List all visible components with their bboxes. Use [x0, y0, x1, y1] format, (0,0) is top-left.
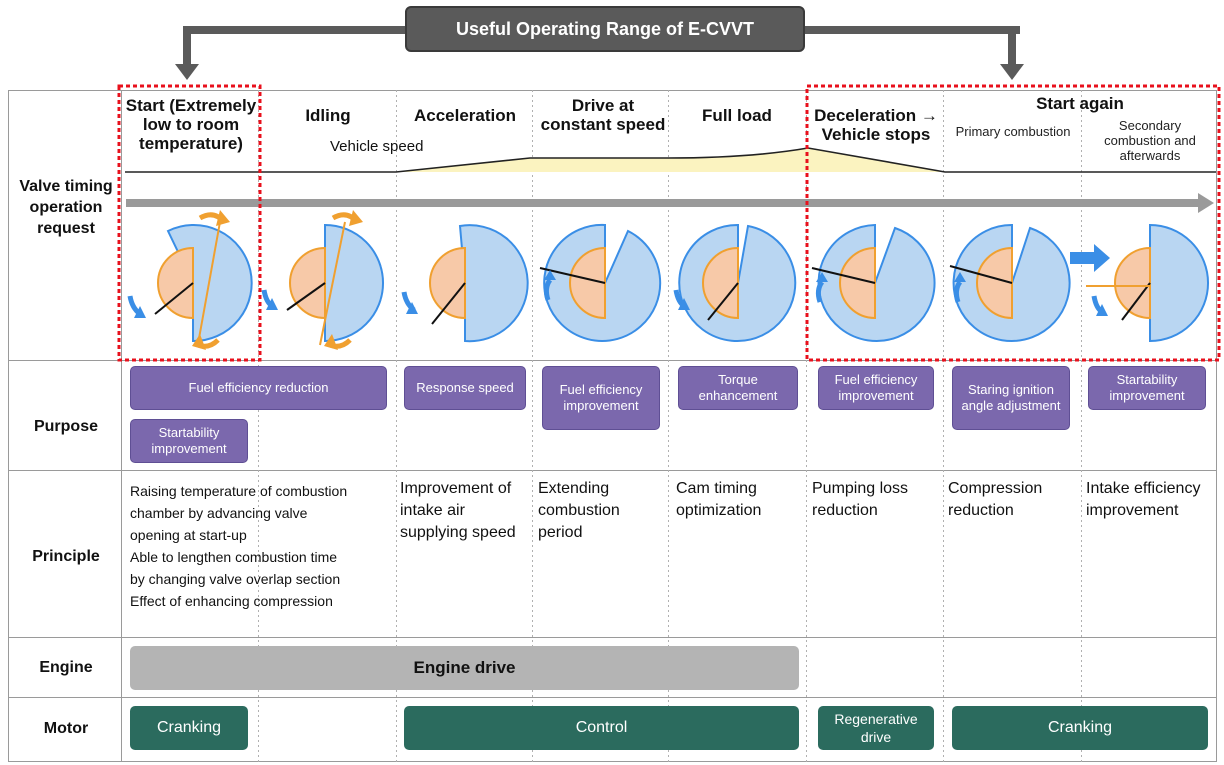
stage-start: Start (Extremely low to room temperature…: [125, 96, 257, 153]
page-title: Useful Operating Range of E-CVVT: [455, 18, 755, 39]
purpose-fuel-efficiency-reduction: Fuel efficiency reduction: [130, 366, 387, 410]
purpose-fuel-efficiency-improvement-decel: Fuel efficiency improvement: [818, 366, 934, 410]
principle-deceleration: Pumping loss reduction: [812, 480, 909, 519]
principle-start-line-6: Effect of enhancing compression: [130, 593, 333, 609]
stage-constant-speed: Drive at constant speed: [540, 96, 666, 134]
engine-drive-bar: Engine drive: [130, 646, 799, 690]
valve-diagram-primary: [949, 223, 1071, 342]
principle-full-load: Cam timing optimization: [676, 480, 762, 519]
motor-regenerative-bar: Regenerative drive: [818, 706, 934, 750]
purpose-response-speed: Response speed: [404, 366, 526, 410]
stage-deceleration: Deceleration → Vehicle stops: [814, 106, 938, 144]
row-label-valve: Valve timing operation request: [19, 178, 113, 237]
purpose-fuel-efficiency-improvement: Fuel efficiency improvement: [542, 366, 660, 430]
principle-start: Raising temperature of combustion chambe…: [130, 480, 392, 612]
motor-control-bar: Control: [404, 706, 799, 750]
valve-diagram-constant: [539, 223, 662, 342]
timeline-arrow: [126, 193, 1214, 213]
purpose-torque-enhancement: Torque enhancement: [678, 366, 798, 410]
principle-secondary: Intake efficiency improvement: [1086, 480, 1201, 519]
valve-diagram-secondary: [1070, 223, 1209, 343]
row-label-purpose: Purpose: [33, 418, 98, 435]
principle-start-line-3: opening at start-up: [130, 527, 247, 543]
principle-start-line-1: Raising temperature of combustion: [130, 483, 348, 499]
motor-cranking-again-bar: Cranking: [952, 706, 1208, 750]
principle-constant-speed: Extending combustion period: [538, 480, 620, 541]
stage-secondary-combustion: Secondary combustion and afterwards: [1104, 118, 1196, 163]
header-connector: [175, 26, 1024, 80]
principle-start-line-5: by changing valve overlap section: [130, 571, 341, 587]
principle-acceleration: Improvement of intake air supplying spee…: [400, 480, 516, 541]
valve-diagram-full-load: [673, 223, 797, 342]
valve-diagram-idling: [261, 210, 384, 350]
vehicle-speed-curve: [125, 147, 1216, 173]
valve-diagram-acceleration: [401, 224, 529, 343]
purpose-startability-improvement-2: Startability improvement: [1088, 366, 1206, 410]
stage-start-again: Start again: [1036, 94, 1124, 113]
valve-diagram-start: [127, 210, 253, 350]
stage-acceleration: Acceleration: [413, 106, 517, 125]
title-box: Useful Operating Range of E-CVVT: [405, 6, 805, 52]
principle-primary: Compression reduction: [948, 480, 1043, 519]
stage-full-load: Full load: [702, 106, 772, 125]
principle-start-line-2: chamber by advancing valve: [130, 505, 308, 521]
row-label-engine: Engine: [39, 659, 93, 676]
highlight-frames: [117, 84, 1221, 362]
purpose-startability-improvement: Startability improvement: [130, 419, 248, 463]
row-label-motor: Motor: [43, 720, 89, 737]
stage-idling: Idling: [305, 106, 351, 125]
purpose-staring-ignition-angle: Staring ignition angle adjustment: [952, 366, 1070, 430]
row-label-principle: Principle: [32, 548, 100, 565]
stage-primary-combustion: Primary combustion: [955, 124, 1071, 139]
principle-start-line-4: Able to lengthen combustion time: [130, 549, 338, 565]
valve-diagram-deceleration: [811, 223, 936, 342]
motor-cranking-bar: Cranking: [130, 706, 248, 750]
vehicle-speed-label: Vehicle speed: [330, 138, 424, 155]
